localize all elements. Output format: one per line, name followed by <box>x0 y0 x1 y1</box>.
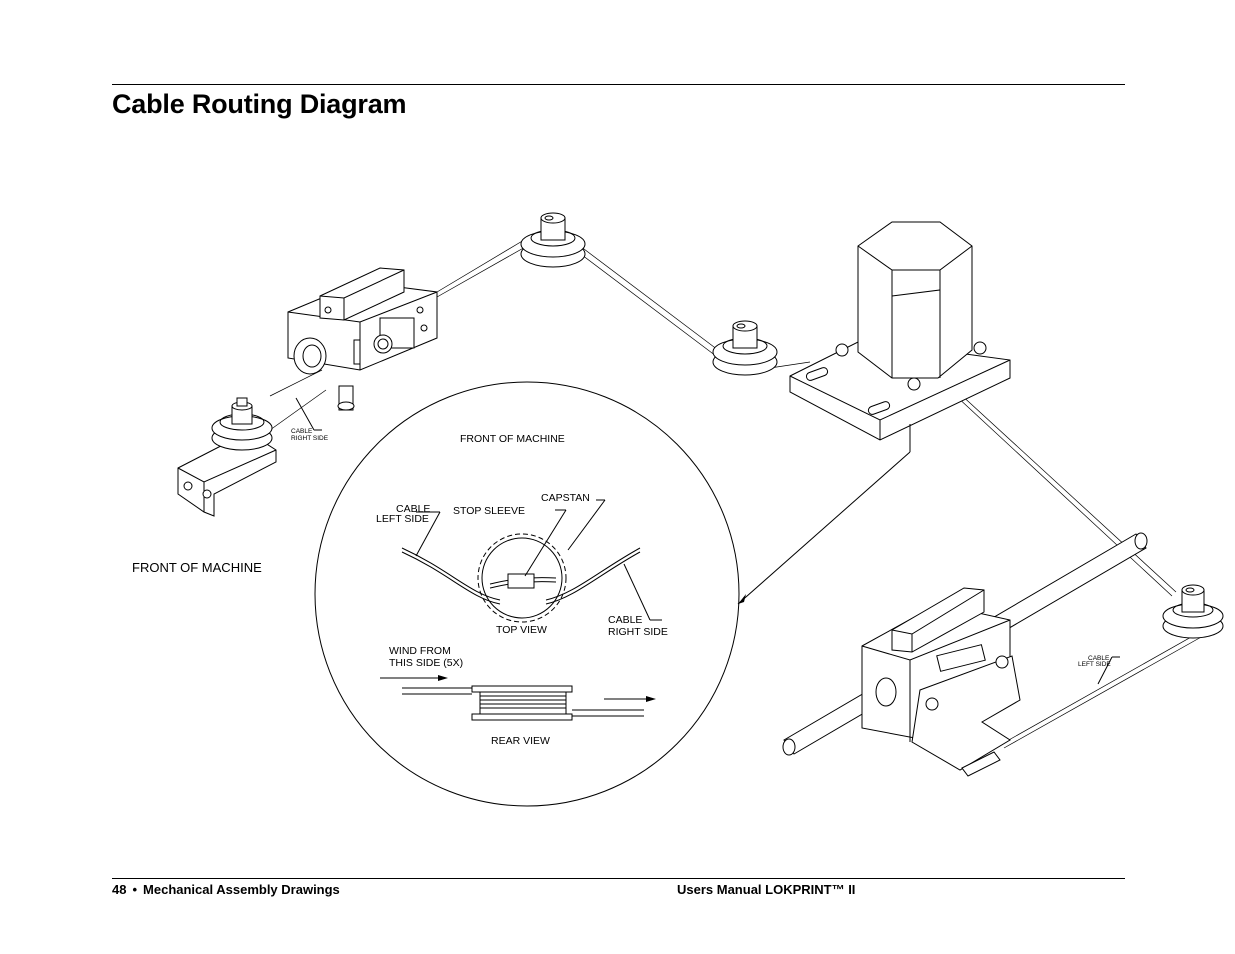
right-carriage <box>782 532 1148 777</box>
top-view-detail <box>401 499 662 623</box>
label-cable-left-side-2: LEFT SIDE <box>376 513 429 525</box>
label-wind-from-2: THIS SIDE (5X) <box>389 657 463 669</box>
label-front-of-machine-inset: FRONT OF MACHINE <box>460 433 565 445</box>
motor <box>789 221 1011 441</box>
label-cable-left-side-1: CABLE <box>396 503 430 515</box>
label-capstan: CAPSTAN <box>541 492 590 504</box>
footer-section: Mechanical Assembly Drawings <box>143 882 340 897</box>
label-cable-left-side-small-1: CABLE <box>1088 655 1110 662</box>
label-cable-right-side-1: CABLE <box>608 614 642 626</box>
header-rule <box>112 84 1125 85</box>
small-label-pointers <box>295 397 1120 685</box>
footer-page-number: 48 <box>112 882 127 897</box>
top-pulley <box>520 212 586 268</box>
label-front-of-machine-outer: FRONT OF MACHINE <box>132 560 262 575</box>
footer-rule <box>112 878 1125 879</box>
detail-callout <box>314 381 911 807</box>
label-stop-sleeve: STOP SLEEVE <box>453 505 525 517</box>
rear-view-detail <box>380 675 656 721</box>
right-pulley <box>1162 584 1224 639</box>
page-title: Cable Routing Diagram <box>112 89 407 119</box>
label-cable-right-side-small-1: CABLE <box>291 428 313 435</box>
left-encoder-block <box>287 267 438 411</box>
label-cable-right-side-2: RIGHT SIDE <box>608 626 668 638</box>
left-pulley <box>177 397 277 517</box>
label-top-view: TOP VIEW <box>496 624 547 636</box>
label-cable-right-side-small-2: RIGHT SIDE <box>291 435 329 442</box>
footer-left: 48 • Mechanical Assembly Drawings <box>112 881 340 898</box>
footer-manual-title: Users Manual LOKPRINT™ II <box>677 882 856 897</box>
footer-bullet: • <box>132 882 138 897</box>
label-cable-left-side-small-2: LEFT SIDE <box>1078 661 1111 668</box>
label-wind-from-1: WIND FROM <box>389 645 451 657</box>
label-rear-view: REAR VIEW <box>491 735 550 747</box>
cable-runs <box>269 239 1204 749</box>
middle-pulley <box>712 320 778 376</box>
